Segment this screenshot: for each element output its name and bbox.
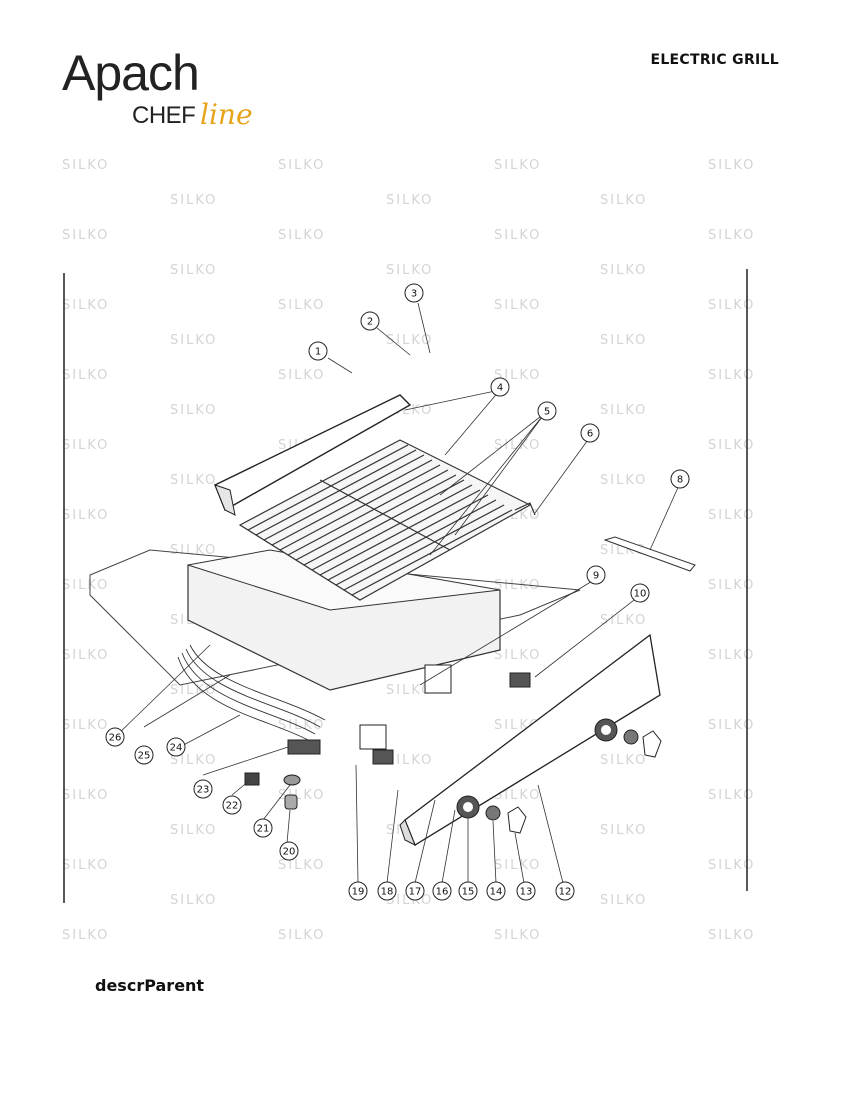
callout-12: 12 — [555, 881, 575, 901]
callout-5: 5 — [537, 401, 557, 421]
callout-label: 22 — [226, 801, 239, 812]
callout-19: 19 — [348, 881, 368, 901]
part-21 — [283, 774, 301, 786]
watermark-text: SILKO — [62, 928, 110, 943]
apach-chefline-logo: Apach CHEF line — [62, 48, 272, 138]
callout-label: 12 — [559, 887, 572, 898]
watermark-text: SILKO — [494, 158, 542, 173]
description-label: descrParent — [95, 976, 205, 995]
callout-label: 9 — [593, 571, 599, 582]
callout-24: 24 — [166, 737, 186, 757]
part-8-strip — [603, 536, 696, 572]
watermark-text: SILKO — [494, 928, 542, 943]
knob-right — [642, 730, 662, 758]
callout-label: 2 — [367, 317, 373, 328]
callout-16: 16 — [432, 881, 452, 901]
callout-2: 2 — [360, 311, 380, 331]
callout-label: 26 — [109, 733, 122, 744]
knob-ring-right — [623, 729, 639, 745]
callout-label: 24 — [170, 743, 183, 754]
watermark-text: SILKO — [278, 158, 326, 173]
callout-13: 13 — [516, 881, 536, 901]
part-22 — [244, 772, 260, 786]
callout-18: 18 — [377, 881, 397, 901]
watermark-text: SILKO — [62, 158, 110, 173]
watermark-text: SILKO — [708, 228, 756, 243]
document-title: ELECTRIC GRILL — [650, 52, 779, 68]
watermark-text: SILKO — [278, 928, 326, 943]
callout-23: 23 — [193, 779, 213, 799]
callout-15: 15 — [458, 881, 478, 901]
watermark-text: SILKO — [62, 228, 110, 243]
wiring-harness — [177, 644, 326, 742]
knob-13 — [507, 806, 527, 834]
callout-label: 19 — [352, 887, 365, 898]
watermark-text: SILKO — [708, 158, 756, 173]
grid-support-bracket — [514, 502, 536, 516]
logo-sub-chef: CHEF — [132, 102, 196, 129]
contactor-b — [424, 664, 452, 694]
switch-a — [372, 749, 394, 765]
callout-9: 9 — [586, 565, 606, 585]
callout-26: 26 — [105, 727, 125, 747]
callout-label: 25 — [138, 751, 151, 762]
callout-label: 20 — [283, 847, 296, 858]
switch-b — [509, 672, 531, 688]
callout-21: 21 — [253, 818, 273, 838]
callout-8: 8 — [670, 469, 690, 489]
callout-label: 10 — [634, 589, 647, 600]
base-plate — [89, 549, 581, 686]
callout-label: 16 — [436, 887, 449, 898]
callout-label: 14 — [490, 887, 503, 898]
callout-label: 5 — [544, 407, 550, 418]
callout-label: 18 — [381, 887, 394, 898]
callout-label: 13 — [520, 887, 533, 898]
watermark-text: SILKO — [708, 928, 756, 943]
callout-4: 4 — [490, 377, 510, 397]
callout-20: 20 — [279, 841, 299, 861]
callout-3: 3 — [404, 283, 424, 303]
callout-6: 6 — [580, 423, 600, 443]
callout-label: 1 — [315, 347, 321, 358]
callout-leaders — [114, 302, 681, 884]
heating-element-grid — [238, 439, 532, 601]
watermark-text: SILKO — [386, 193, 434, 208]
callout-label: 3 — [411, 289, 417, 300]
terminal-block-23 — [287, 739, 321, 755]
callout-label: 8 — [677, 475, 683, 486]
watermark-text: SILKO — [170, 193, 218, 208]
callout-label: 17 — [409, 887, 422, 898]
callout-10: 10 — [630, 583, 650, 603]
callout-1: 1 — [308, 341, 328, 361]
callout-label: 15 — [462, 887, 475, 898]
callout-label: 4 — [497, 383, 503, 394]
logo-sub-line: line — [200, 98, 253, 131]
watermark-text: SILKO — [600, 193, 648, 208]
contactor-a — [359, 724, 387, 750]
watermark-text: SILKO — [494, 228, 542, 243]
callout-label: 21 — [257, 824, 270, 835]
callout-label: 6 — [587, 429, 593, 440]
callout-25: 25 — [134, 745, 154, 765]
callout-17: 17 — [405, 881, 425, 901]
part-20 — [284, 794, 298, 810]
callout-14: 14 — [486, 881, 506, 901]
watermark-text: SILKO — [278, 228, 326, 243]
logo-brand: Apach — [62, 45, 200, 101]
callout-label: 23 — [197, 785, 210, 796]
callout-22: 22 — [222, 795, 242, 815]
knob-ring-14 — [485, 805, 501, 821]
